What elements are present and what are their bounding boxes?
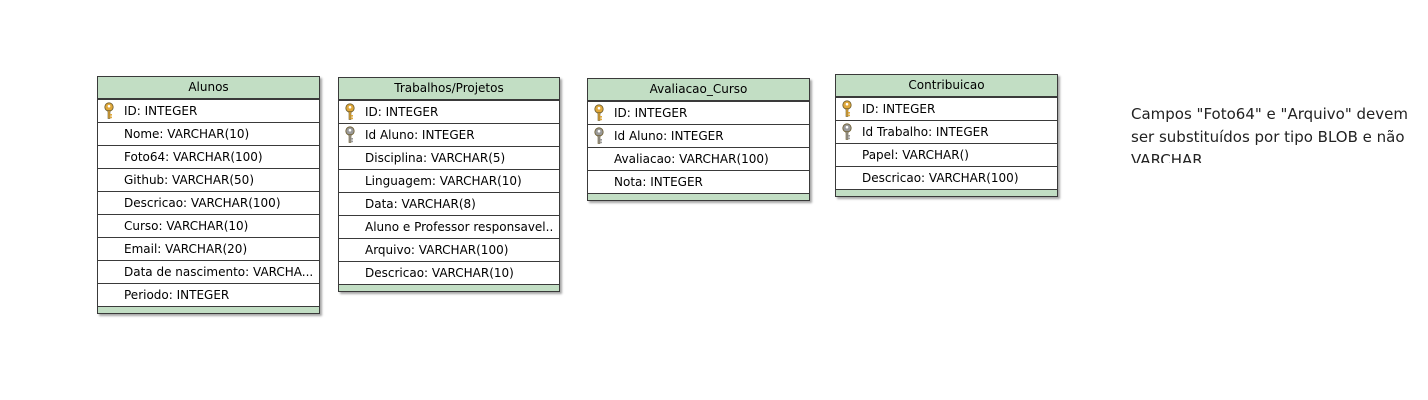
entity-field-row[interactable]: Nome: VARCHAR(10)	[98, 123, 319, 146]
entity-field-row[interactable]: Id Aluno: INTEGER	[588, 125, 809, 148]
field-label: Curso: VARCHAR(10)	[124, 219, 249, 233]
entity-field-row[interactable]: Id Aluno: INTEGER	[339, 124, 559, 147]
field-label: ID: INTEGER	[365, 105, 439, 119]
field-label: Aluno e Professor responsavel..	[365, 220, 554, 234]
entity-footer	[339, 285, 559, 291]
entity-title: Trabalhos/Projetos	[339, 78, 559, 101]
field-label: Data de nascimento: VARCHA...	[124, 265, 314, 279]
entity-field-row[interactable]: Data de nascimento: VARCHA...	[98, 261, 319, 284]
field-label: Disciplina: VARCHAR(5)	[365, 151, 506, 165]
field-label: Github: VARCHAR(50)	[124, 173, 254, 187]
entity-field-row[interactable]: Aluno e Professor responsavel..	[339, 216, 559, 239]
entity-field-row[interactable]: Descricao: VARCHAR(100)	[98, 192, 319, 215]
entity-field-row[interactable]: ID: INTEGER	[588, 102, 809, 125]
entity-field-row[interactable]: Descricao: VARCHAR(100)	[836, 167, 1057, 190]
entity-footer	[588, 194, 809, 200]
entity-field-row[interactable]: Arquivo: VARCHAR(100)	[339, 239, 559, 262]
primary-key-icon	[103, 102, 115, 120]
field-label: Id Aluno: INTEGER	[614, 129, 724, 143]
entity-field-row[interactable]: Periodo: INTEGER	[98, 284, 319, 307]
field-label: ID: INTEGER	[614, 106, 688, 120]
field-label: Linguagem: VARCHAR(10)	[365, 174, 522, 188]
foreign-key-icon	[593, 127, 605, 145]
entity-field-row[interactable]: Papel: VARCHAR()	[836, 144, 1057, 167]
entity-title: Avaliacao_Curso	[588, 79, 809, 102]
field-label: Avaliacao: VARCHAR(100)	[614, 152, 769, 166]
entity-footer	[836, 190, 1057, 196]
entity-field-row[interactable]: Email: VARCHAR(20)	[98, 238, 319, 261]
field-label: Descricao: VARCHAR(10)	[365, 266, 514, 280]
entity-field-row[interactable]: Linguagem: VARCHAR(10)	[339, 170, 559, 193]
note-text: Campos "Foto64" e "Arquivo" devem ser su…	[1131, 105, 1408, 163]
entity-field-row[interactable]: Foto64: VARCHAR(100)	[98, 146, 319, 169]
primary-key-icon	[344, 103, 356, 121]
field-label: Id Aluno: INTEGER	[365, 128, 475, 142]
entity-field-row[interactable]: Disciplina: VARCHAR(5)	[339, 147, 559, 170]
entity-field-row[interactable]: Id Trabalho: INTEGER	[836, 121, 1057, 144]
field-label: Descricao: VARCHAR(100)	[124, 196, 281, 210]
field-label: Data: VARCHAR(8)	[365, 197, 476, 211]
field-label: Nome: VARCHAR(10)	[124, 127, 250, 141]
entity-field-row[interactable]: Avaliacao: VARCHAR(100)	[588, 148, 809, 171]
field-label: Periodo: INTEGER	[124, 288, 230, 302]
foreign-key-icon	[841, 123, 853, 141]
entity-title: Alunos	[98, 77, 319, 100]
entity-field-row[interactable]: Data: VARCHAR(8)	[339, 193, 559, 216]
entity-field-row[interactable]: ID: INTEGER	[836, 98, 1057, 121]
entity-field-row[interactable]: ID: INTEGER	[98, 100, 319, 123]
entity-title: Contribuicao	[836, 75, 1057, 98]
entity-field-row[interactable]: Github: VARCHAR(50)	[98, 169, 319, 192]
foreign-key-icon	[344, 126, 356, 144]
entity-field-row[interactable]: Nota: INTEGER	[588, 171, 809, 194]
field-label: Foto64: VARCHAR(100)	[124, 150, 263, 164]
primary-key-icon	[593, 104, 605, 122]
entity-field-row[interactable]: Descricao: VARCHAR(10)	[339, 262, 559, 285]
entity-field-row[interactable]: Curso: VARCHAR(10)	[98, 215, 319, 238]
field-label: Papel: VARCHAR()	[862, 148, 969, 162]
primary-key-icon	[841, 100, 853, 118]
entity-footer	[98, 307, 319, 313]
entity-field-row[interactable]: ID: INTEGER	[339, 101, 559, 124]
field-label: ID: INTEGER	[124, 104, 198, 118]
field-label: Descricao: VARCHAR(100)	[862, 171, 1019, 185]
field-label: Email: VARCHAR(20)	[124, 242, 248, 256]
field-label: Arquivo: VARCHAR(100)	[365, 243, 509, 257]
field-label: Nota: INTEGER	[614, 175, 703, 189]
field-label: ID: INTEGER	[862, 102, 936, 116]
field-label: Id Trabalho: INTEGER	[862, 125, 989, 139]
